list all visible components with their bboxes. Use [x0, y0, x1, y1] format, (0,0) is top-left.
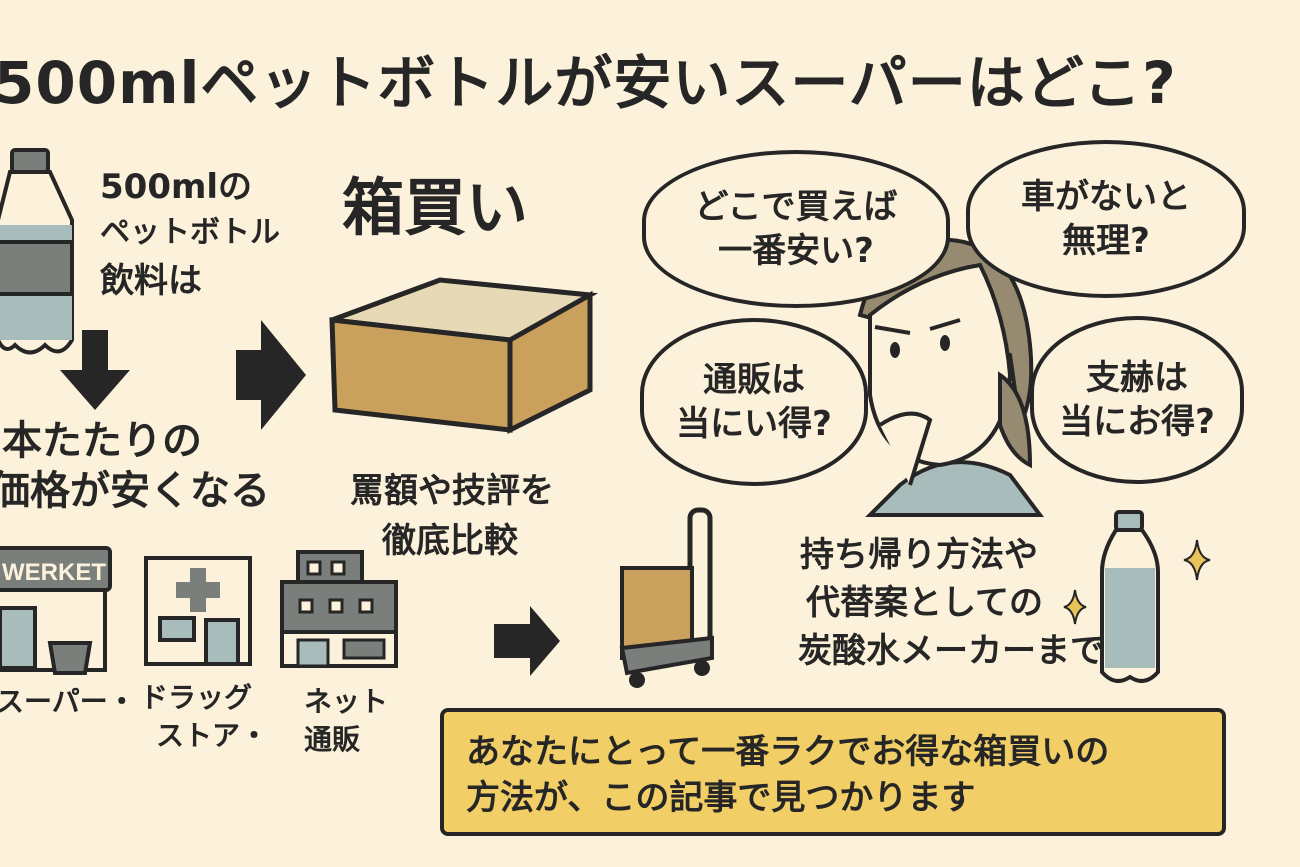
carry-line-2: 代替案としての [806, 583, 1043, 623]
sparkle-icon [1183, 539, 1211, 581]
banner-line-1: あなたにとって一番ラクでお得な箱買いの [466, 732, 1110, 772]
store-label-drugstore-2: ストア・ [156, 719, 269, 752]
store-label-online-1: ネット [304, 685, 389, 718]
result-line-1: 本たたりの [2, 418, 202, 464]
bubble-text-line: 当にお得? [1059, 402, 1215, 442]
speech-bubble-really-worth: 支赫は当にお得? [1030, 316, 1244, 484]
speech-bubble-where-cheapest: どこで買えば一番安い? [642, 150, 950, 308]
online-shop-building-icon [280, 550, 398, 668]
intro-line-3: 飲料は [100, 261, 202, 301]
compare-line-2: 徹底比較 [382, 521, 518, 561]
cardboard-box-of-bottles-icon [329, 277, 599, 435]
compare-line-1: 罵額や技評を [350, 471, 554, 511]
hand-truck-with-box-icon [619, 507, 714, 688]
bubble-text-line: 無理? [1062, 221, 1150, 261]
speech-bubble-need-car: 車がないと無理? [966, 140, 1246, 298]
store-label-online-2: 通販 [304, 723, 361, 756]
arrow-right-icon [236, 320, 306, 430]
arrow-right-icon [494, 606, 560, 676]
bubble-text-line: 通販は [702, 359, 805, 400]
water-bottle-icon [1100, 510, 1160, 683]
bulk-heading: 箱買い [342, 171, 529, 244]
carry-line-3: 炭酸水メーカーまで [798, 631, 1104, 671]
intro-line-1: 500mlの [100, 167, 253, 207]
bubble-text-line: 一番安い? [718, 231, 874, 271]
bubble-text-line: 支赫は [1085, 357, 1188, 398]
call-to-action-banner: あなたにとって一番ラクでお得な箱買いの 方法が、この記事で見つかります [440, 708, 1226, 836]
store-label-drugstore-1: ドラッグ [140, 681, 253, 714]
bubble-text-line: どこで買えば [694, 186, 898, 227]
speech-bubble-online-worth: 通販は当にい得? [640, 318, 868, 486]
result-line-2: 価格が安くなる [0, 468, 270, 514]
sparkle-icon [1063, 589, 1087, 625]
page-title: 500mlペットボトルが安いスーパーはどこ? [0, 49, 1177, 117]
pet-bottle-icon [0, 148, 74, 355]
intro-line-2: ペットボトル [100, 215, 280, 250]
bubble-text-line: 車がないと [1021, 176, 1191, 217]
carry-line-1: 持ち帰り方法や [800, 535, 1038, 575]
drugstore-icon [144, 556, 252, 666]
bubble-text-line: 当にい得? [676, 404, 832, 444]
arrow-down-icon [60, 330, 130, 410]
supermarket-sign: WERKET [2, 559, 106, 586]
supermarket-icon: WERKET [0, 546, 112, 675]
banner-line-2: 方法が、この記事で見つかります [466, 777, 976, 818]
store-label-supermarket: スーパー・ [0, 685, 136, 718]
